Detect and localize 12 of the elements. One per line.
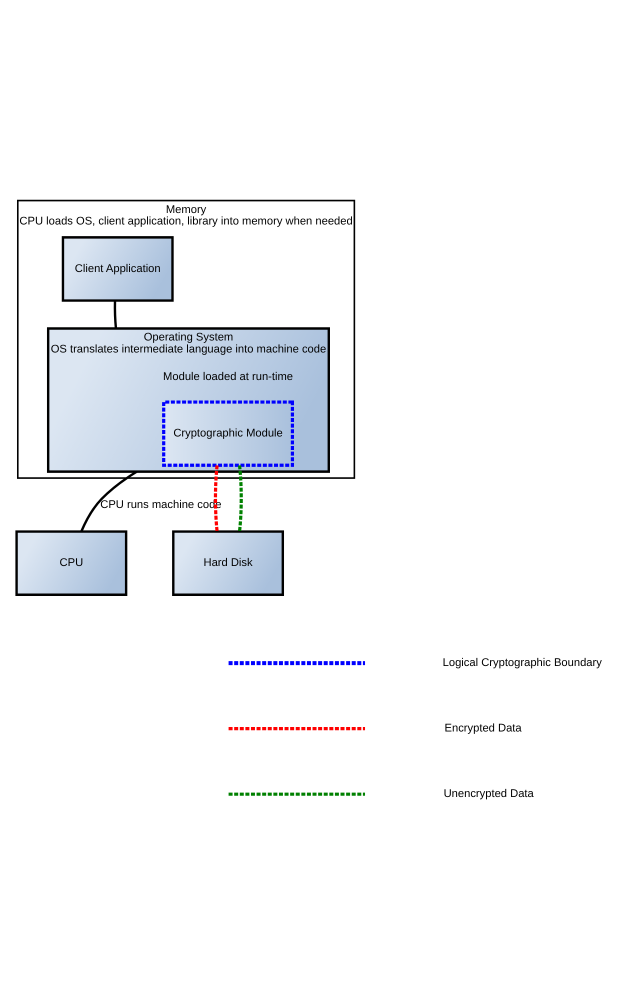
node-box: Hard Disk: [172, 530, 284, 596]
connector: [214, 465, 219, 532]
node-box: Cryptographic Module: [162, 400, 294, 467]
connector: [114, 300, 118, 329]
connector: [238, 465, 243, 532]
node-box: Client Application: [62, 236, 174, 302]
connector: [80, 470, 138, 532]
legend-label: Unencrypted Data: [444, 788, 534, 800]
node-box: CPU: [15, 530, 128, 596]
node-label: Module loaded at run-time: [163, 370, 294, 383]
legend-label: Encrypted Data: [444, 722, 522, 735]
legend-label: Logical Cryptographic Boundary: [442, 657, 602, 670]
